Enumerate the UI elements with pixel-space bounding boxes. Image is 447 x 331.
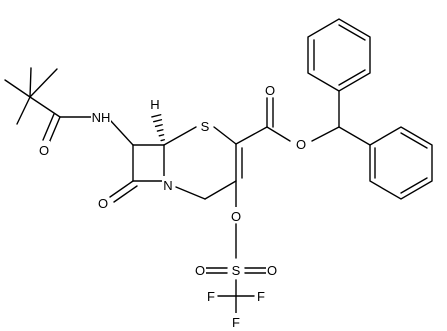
atom-label-background <box>205 287 217 303</box>
atom-label-o-ester: O <box>296 137 306 152</box>
atom-label-o-triflate: O <box>231 209 241 224</box>
bond <box>4 79 31 98</box>
bond <box>338 69 366 86</box>
bond <box>338 24 366 41</box>
atom-label-background <box>266 261 278 277</box>
atom-label-background <box>91 108 111 124</box>
atom-label-background <box>199 117 211 133</box>
atom-label-o-lactam: O <box>98 196 108 211</box>
bond <box>109 180 134 198</box>
atom-label-background <box>38 141 50 157</box>
atom-label-s-sulfonyl: S <box>232 263 241 278</box>
atom-label-background <box>264 81 276 97</box>
bond <box>266 126 291 142</box>
atom-label-h-stereo: H <box>150 97 159 112</box>
bond <box>311 126 340 142</box>
bond <box>29 96 61 118</box>
atom-label-n-ring: N <box>163 178 172 193</box>
bond <box>400 177 428 194</box>
bond <box>29 68 58 98</box>
hash-stroke <box>156 129 164 132</box>
atom-label-background <box>162 176 174 192</box>
bond <box>338 126 371 146</box>
bond <box>163 126 197 146</box>
atom-label-background <box>230 261 242 277</box>
bond <box>113 185 138 203</box>
atom-label-background <box>295 135 307 151</box>
atom-label-f-bottom: F <box>232 315 240 330</box>
atom-label-background <box>149 95 161 111</box>
atom-label-o-ester-carbonyl: O <box>265 83 275 98</box>
hash-stroke <box>153 119 163 123</box>
atom-label-background <box>230 313 242 329</box>
bond <box>48 116 61 144</box>
bond <box>42 113 55 141</box>
hash-stroke <box>154 124 163 128</box>
atom-label-o-sulfonyl-left: O <box>195 263 205 278</box>
bond <box>235 126 268 145</box>
bond <box>109 119 134 146</box>
atom-label-s-ring: S <box>201 119 210 134</box>
bond <box>400 132 428 149</box>
atom-label-f-left: F <box>207 289 215 304</box>
bond <box>175 186 206 200</box>
bond <box>16 96 31 125</box>
hash-stroke <box>158 134 165 137</box>
phenyl-ring-upper <box>307 18 371 92</box>
bond-layer <box>4 18 433 315</box>
stereo-hash-bond <box>151 114 165 142</box>
bond <box>213 126 237 145</box>
atom-label-background <box>255 287 267 303</box>
bond <box>29 67 32 98</box>
phenyl-ring-lower <box>369 126 433 200</box>
hash-stroke <box>151 114 162 118</box>
hash-stroke <box>160 139 165 142</box>
atom-label-o-amide: O <box>39 143 49 158</box>
atom-label-background <box>230 207 242 223</box>
atom-label-nh: NH <box>92 110 111 125</box>
atom-label-background <box>97 194 109 210</box>
atom-label-o-sulfonyl-right: O <box>267 263 277 278</box>
bond <box>204 180 237 200</box>
atom-label-background <box>194 261 206 277</box>
atom-label-f-right: F <box>257 289 265 304</box>
